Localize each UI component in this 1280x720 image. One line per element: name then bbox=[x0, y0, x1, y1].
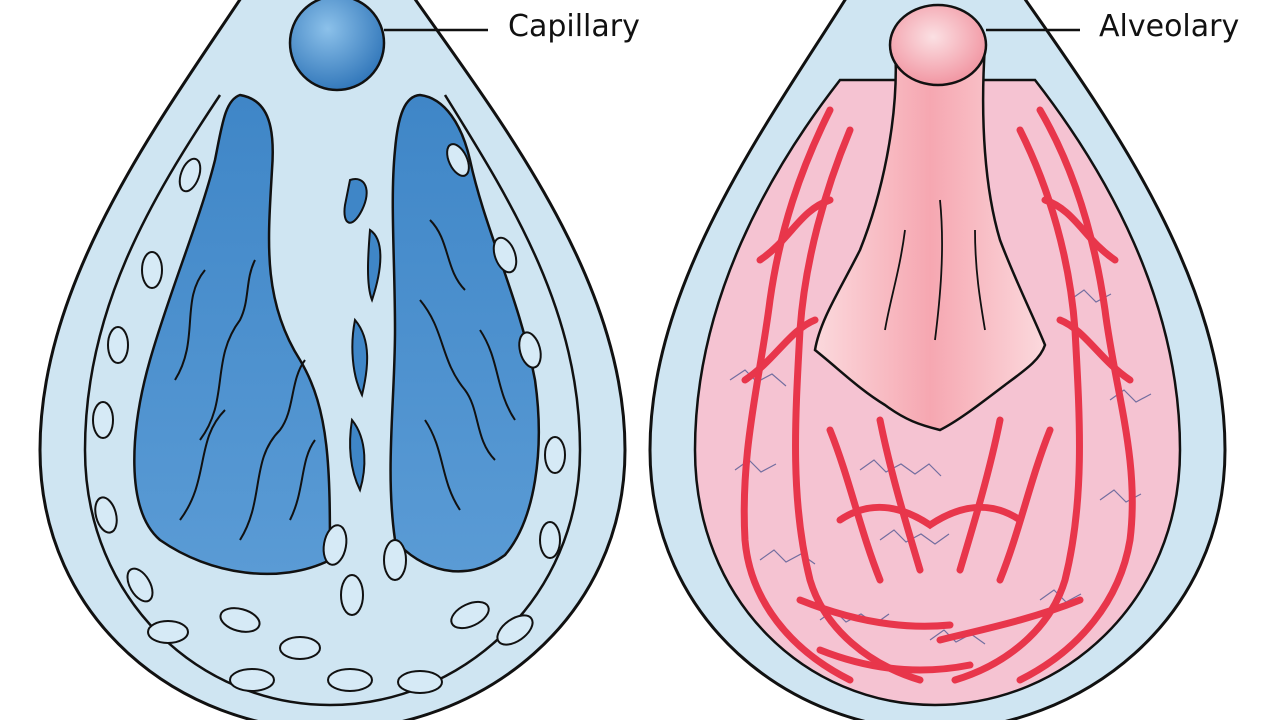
alveolary-drop bbox=[648, 0, 1227, 720]
capillary-ball bbox=[288, 0, 386, 92]
alveolary-ball bbox=[888, 3, 988, 87]
capillary-cells bbox=[92, 143, 566, 694]
capillary-lobe-lines bbox=[174, 219, 516, 541]
capillary-drop bbox=[38, 0, 627, 720]
alveolary-vessels bbox=[740, 106, 1136, 684]
capillary-label: Capillary bbox=[508, 9, 640, 44]
capillary-right-lobe bbox=[389, 93, 540, 573]
alveolary-label: Alveolary bbox=[1099, 9, 1240, 44]
alveolary-tube bbox=[813, 43, 1047, 432]
alveolary-tube-lines bbox=[884, 199, 986, 341]
capillary-inner-wall bbox=[83, 94, 582, 707]
capillary-center-fragments bbox=[343, 178, 382, 493]
